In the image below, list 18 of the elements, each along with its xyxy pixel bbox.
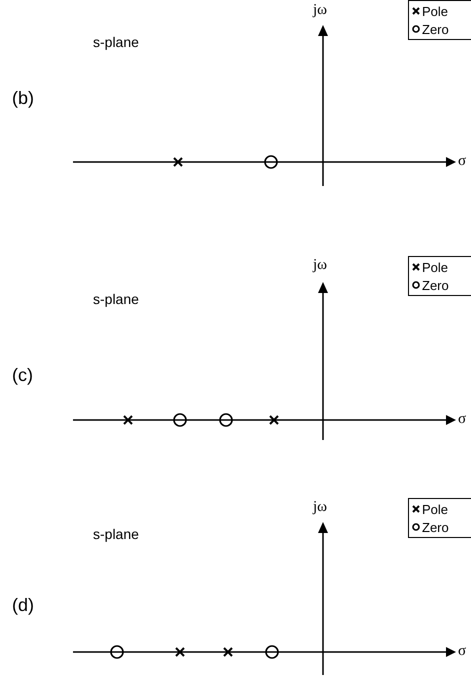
panel-label: (d)	[12, 596, 34, 614]
plane-label: s-plane	[93, 35, 139, 49]
legend-text: Zero	[422, 278, 449, 292]
legend-text: Pole	[422, 4, 448, 18]
plane-label: s-plane	[93, 527, 139, 541]
legend-text: Pole	[422, 260, 448, 274]
panel-label: (b)	[12, 89, 34, 107]
legend-text: Zero	[422, 520, 449, 534]
axis-label: σ	[458, 412, 466, 427]
axis-label: jω	[313, 500, 328, 515]
legend-text: Zero	[422, 22, 449, 36]
panel-label: (c)	[12, 366, 33, 384]
axis-label: jω	[313, 258, 328, 273]
legend-text: Pole	[422, 502, 448, 516]
plane-label: s-plane	[93, 292, 139, 306]
axis-label: σ	[458, 154, 466, 169]
axis-label: σ	[458, 644, 466, 659]
axis-label: jω	[313, 3, 328, 18]
